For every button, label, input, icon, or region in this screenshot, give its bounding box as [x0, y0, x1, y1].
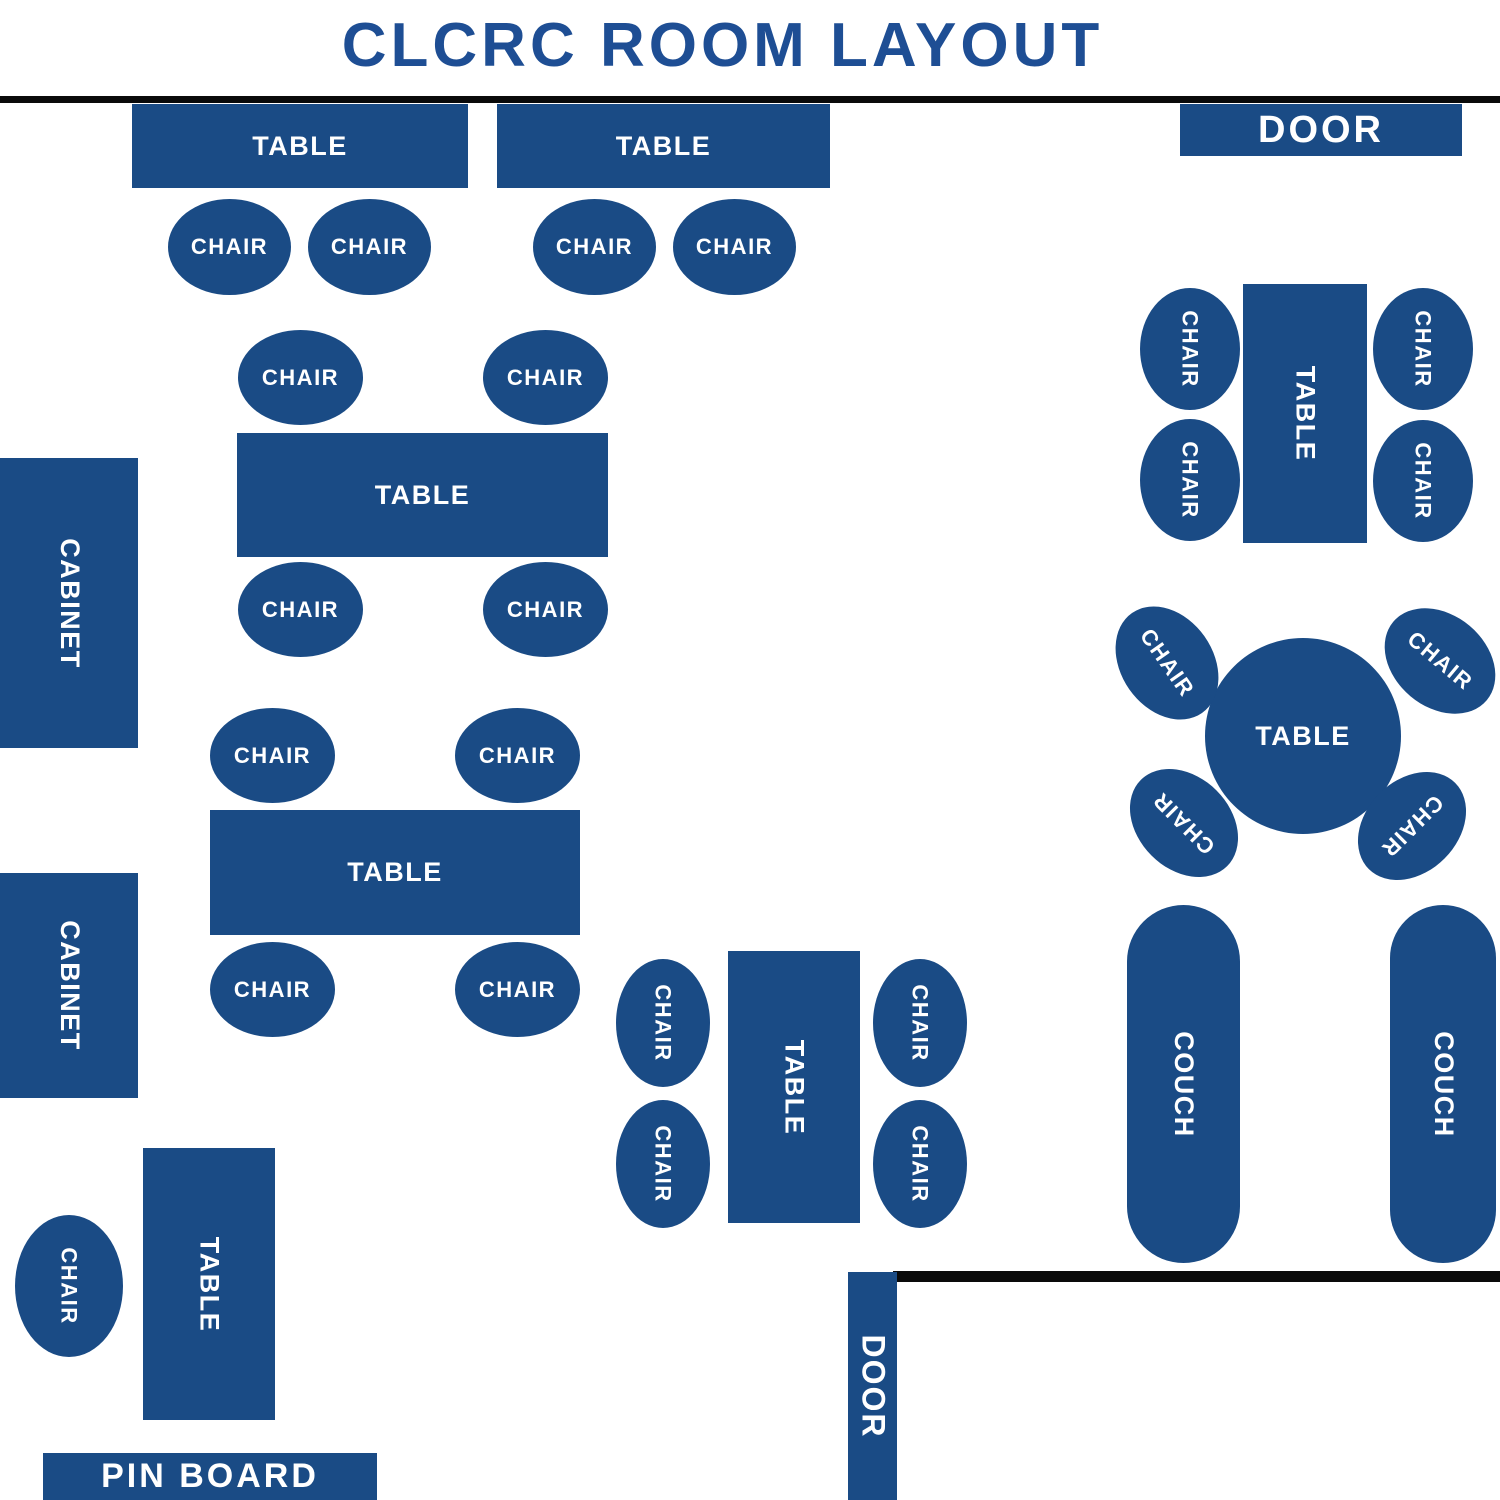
chair-group1-bottom-left: CHAIR — [238, 562, 363, 657]
chair-label: CHAIR — [233, 976, 312, 1002]
chair-label: CHAIR — [907, 984, 933, 1062]
chair-label: CHAIR — [190, 234, 269, 259]
pin-board: PIN BOARD — [43, 1453, 377, 1500]
chair-label: CHAIR — [56, 1247, 82, 1325]
table-bottom-left: TABLE — [143, 1148, 275, 1420]
chair-top-row-1: CHAIR — [168, 199, 291, 295]
couch-left: COUCH — [1127, 905, 1240, 1263]
couch-label: COUCH — [1169, 1030, 1199, 1138]
table-center: TABLE — [728, 951, 860, 1223]
chair-group1-top-right: CHAIR — [483, 330, 608, 425]
chair-label: CHAIR — [1376, 790, 1449, 863]
cabinet-label: CABINET — [54, 537, 85, 669]
table-label: TABLE — [779, 1039, 810, 1135]
chair-label: CHAIR — [907, 1125, 933, 1203]
table-round: TABLE — [1205, 638, 1401, 834]
chair-label: CHAIR — [233, 742, 312, 768]
table-label: TABLE — [374, 479, 471, 510]
chair-group2-bottom-left: CHAIR — [210, 942, 335, 1037]
chair-top-row-3: CHAIR — [533, 199, 656, 295]
table-label: TABLE — [194, 1236, 225, 1332]
chair-top-row-2: CHAIR — [308, 199, 431, 295]
chair-label: CHAIR — [261, 596, 340, 622]
door-top: DOOR — [1180, 104, 1462, 156]
chair-group2-top-left: CHAIR — [210, 708, 335, 803]
wall-bottom — [893, 1271, 1500, 1282]
couch-right: COUCH — [1390, 905, 1496, 1263]
cabinet-top: CABINET — [0, 458, 138, 748]
chair-bottom-left: CHAIR — [15, 1215, 123, 1357]
chair-right-bottom-left: CHAIR — [1140, 419, 1240, 541]
table-label: TABLE — [252, 130, 348, 161]
chair-right-bottom-right: CHAIR — [1373, 420, 1473, 542]
chair-label: CHAIR — [1177, 441, 1203, 519]
chair-label: CHAIR — [478, 976, 557, 1002]
chair-group2-bottom-right: CHAIR — [455, 942, 580, 1037]
chair-label: CHAIR — [1177, 310, 1203, 388]
chair-label: CHAIR — [650, 984, 676, 1062]
pin_board-label: PIN BOARD — [101, 1457, 319, 1495]
chair-label: CHAIR — [478, 742, 557, 768]
chair-group2-top-right: CHAIR — [455, 708, 580, 803]
chair-group1-top-left: CHAIR — [238, 330, 363, 425]
door-label: DOOR — [1258, 108, 1384, 151]
chair-label: CHAIR — [1147, 787, 1220, 860]
table-group1: TABLE — [237, 433, 608, 557]
chair-center-bottom-left: CHAIR — [616, 1100, 710, 1228]
chair-label: CHAIR — [695, 234, 774, 259]
chair-label: CHAIR — [506, 596, 585, 622]
table-group2: TABLE — [210, 810, 580, 935]
chair-center-top-left: CHAIR — [616, 959, 710, 1087]
chair-label: CHAIR — [650, 1125, 676, 1203]
chair-label: CHAIR — [1402, 626, 1478, 695]
chair-center-bottom-right: CHAIR — [873, 1100, 967, 1228]
chair-label: CHAIR — [261, 364, 340, 390]
chair-label: CHAIR — [1135, 623, 1200, 702]
chair-label: CHAIR — [506, 364, 585, 390]
page-title: CLCRC ROOM LAYOUT — [341, 11, 1104, 80]
table-label: TABLE — [615, 130, 712, 161]
chair-center-top-right: CHAIR — [873, 959, 967, 1087]
table-label: TABLE — [347, 857, 443, 887]
cabinet-bottom: CABINET — [0, 873, 138, 1098]
table-top-right: TABLE — [497, 104, 830, 188]
couch-label: COUCH — [1428, 1030, 1459, 1138]
wall-top — [0, 96, 1500, 103]
table-label: TABLE — [1290, 365, 1321, 462]
chair-group1-bottom-right: CHAIR — [483, 562, 608, 657]
chair-label: CHAIR — [330, 234, 409, 259]
chair-top-row-4: CHAIR — [673, 199, 796, 295]
door-label: DOOR — [855, 1334, 891, 1438]
chair-label: CHAIR — [1410, 442, 1436, 520]
table-label: TABLE — [1255, 720, 1351, 751]
chair-right-top-left: CHAIR — [1140, 288, 1240, 410]
chair-right-top-right: CHAIR — [1373, 288, 1473, 410]
table-right: TABLE — [1243, 284, 1367, 543]
table-top-left: TABLE — [132, 104, 468, 188]
chair-label: CHAIR — [555, 234, 634, 259]
chair-label: CHAIR — [1410, 310, 1436, 388]
cabinet-label: CABINET — [54, 920, 85, 1051]
door-bottom: DOOR — [848, 1272, 897, 1500]
